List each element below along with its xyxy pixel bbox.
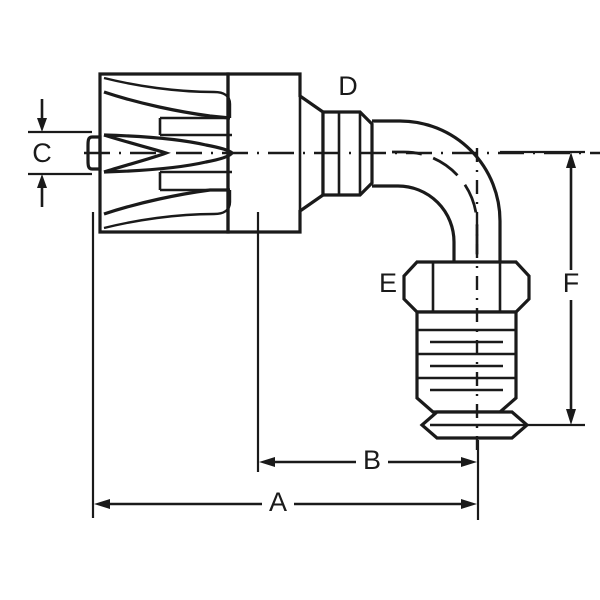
dimension-d: D xyxy=(338,71,358,101)
dim-f-arrow-top xyxy=(566,152,576,168)
elbow-outer-arc xyxy=(372,119,502,270)
dim-c-label: C xyxy=(32,138,52,168)
dimension-c: C xyxy=(28,99,92,207)
socket-bottom-flute-upper xyxy=(103,188,230,216)
dim-a-arrow-left xyxy=(94,499,110,509)
dim-f-label: F xyxy=(563,268,580,298)
dim-d-label: D xyxy=(338,71,358,101)
socket-end-lip xyxy=(86,135,102,171)
dimension-b: B xyxy=(256,212,480,520)
dim-e-label: E xyxy=(379,268,397,298)
socket-top-flute-lower xyxy=(103,90,231,120)
dim-b-arrow-right xyxy=(461,457,477,467)
dim-f-arrow-bottom xyxy=(566,409,576,425)
thread-body-outline xyxy=(415,310,518,414)
dim-b-arrow-left xyxy=(259,457,275,467)
dim-c-arrow-bottom xyxy=(37,174,47,188)
dim-a-label: A xyxy=(269,487,287,517)
hex-e-outline xyxy=(402,260,531,314)
male-hex-nut xyxy=(402,260,531,314)
dim-c-arrow-top xyxy=(37,118,47,132)
dimension-e: E xyxy=(379,268,397,298)
male-thread xyxy=(415,310,530,440)
dimension-a: A xyxy=(91,212,477,518)
elbow-inner-arc xyxy=(372,184,456,268)
dimension-f: F xyxy=(500,150,585,427)
dim-b-label: B xyxy=(363,445,381,475)
dim-a-arrow-right xyxy=(461,499,477,509)
